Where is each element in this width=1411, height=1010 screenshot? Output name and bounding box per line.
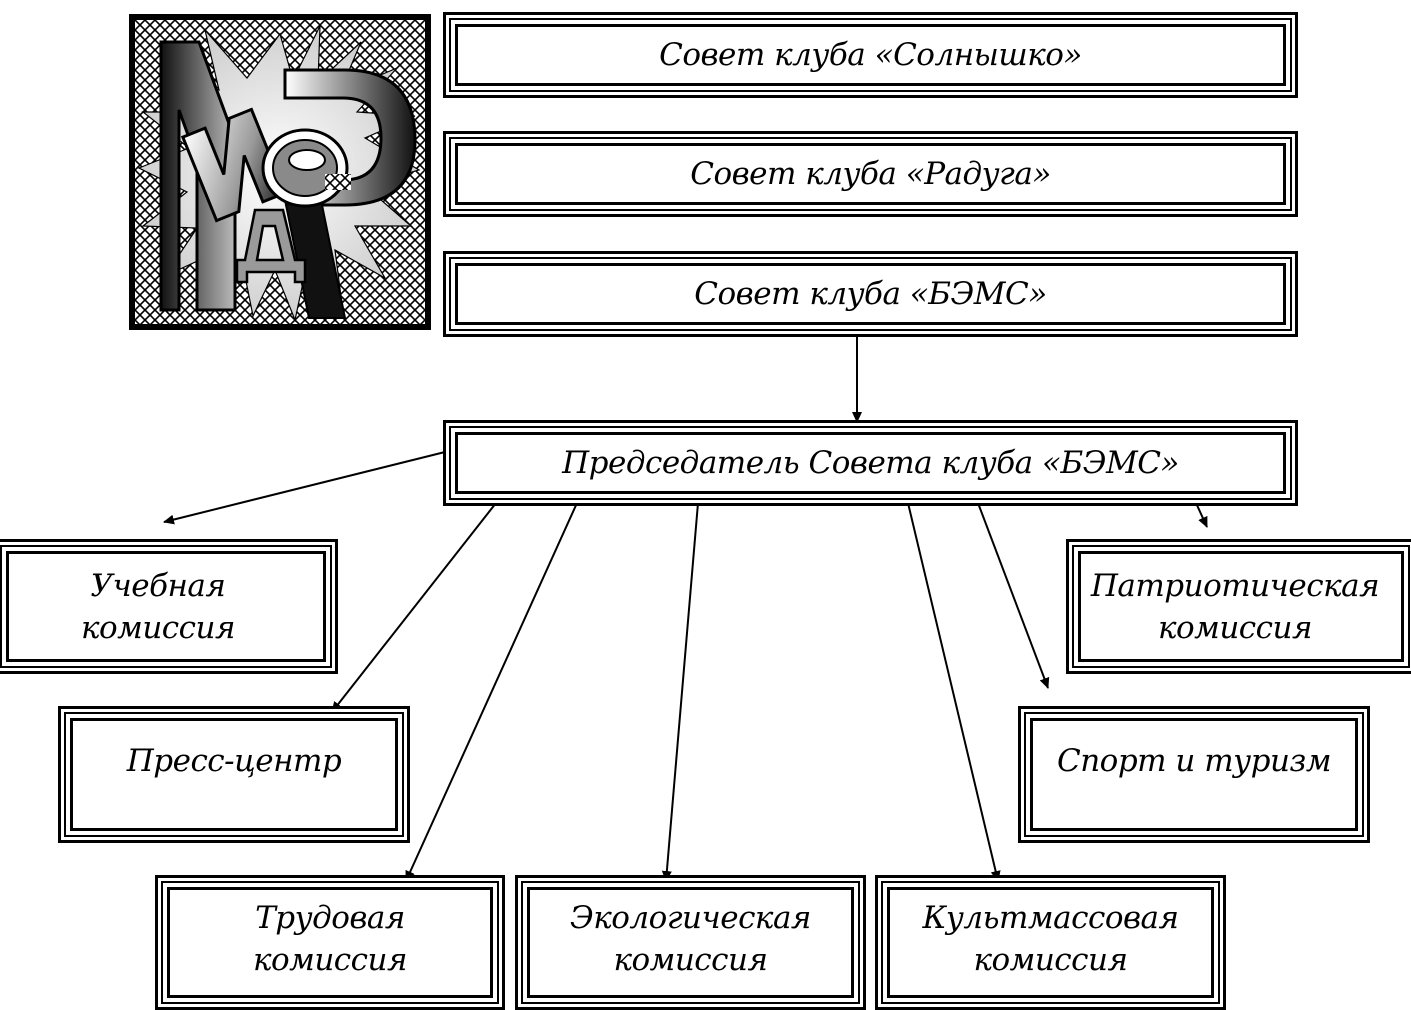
ecology-commission-box: Экологическая комиссия bbox=[515, 875, 866, 1010]
patriotic-commission-line-1: Патриотическая bbox=[1090, 567, 1380, 604]
council-solnyshko-line: Совет клуба «Солнышко» bbox=[659, 37, 1082, 73]
press-center-box: Пресс-центр bbox=[58, 706, 410, 843]
arrow-to-press-center bbox=[331, 502, 497, 713]
arrow-to-ecology-commission bbox=[661, 502, 699, 882]
council-raduga-label: Совет клуба «Радуга» bbox=[690, 153, 1051, 195]
labor-commission-box: Трудовая комиссия bbox=[155, 875, 505, 1010]
arrow-to-culture-commission bbox=[907, 502, 1001, 882]
chairman-box: Председатель Совета клуба «БЭМС» bbox=[443, 420, 1298, 506]
arrow-to-patriotic-commission bbox=[1195, 502, 1208, 528]
labor-commission-label: Трудовая комиссия bbox=[252, 897, 408, 981]
sport-tourism-label: Спорт и туризм bbox=[1056, 740, 1332, 782]
council-bems-label: Совет клуба «БЭМС» bbox=[694, 273, 1047, 315]
arrow-to-labor-commission bbox=[405, 502, 578, 882]
council-solnyshko-box: Совет клуба «Солнышко» bbox=[443, 12, 1298, 98]
council-solnyshko-label: Совет клуба «Солнышко» bbox=[659, 34, 1082, 76]
council-bems-line: Совет клуба «БЭМС» bbox=[694, 276, 1047, 312]
chairman-line: Председатель Совета клуба «БЭМС» bbox=[562, 445, 1179, 481]
culture-commission-line-2: комиссия bbox=[973, 941, 1128, 978]
council-raduga-line: Совет клуба «Радуга» bbox=[690, 156, 1051, 192]
sport-tourism-box: Спорт и туризм bbox=[1018, 706, 1370, 843]
study-commission-line-2: комиссия bbox=[80, 609, 236, 646]
labor-commission-line-2: комиссия bbox=[252, 941, 408, 978]
chairman-label: Председатель Совета клуба «БЭМС» bbox=[562, 442, 1179, 484]
arrow-to-sport-tourism bbox=[977, 502, 1050, 689]
study-commission-line-1: Учебная bbox=[90, 567, 226, 604]
council-bems-box: Совет клуба «БЭМС» bbox=[443, 251, 1298, 337]
logo-graphic bbox=[135, 20, 425, 324]
study-commission-box: Учебная комиссия bbox=[0, 539, 338, 674]
patriotic-commission-line-2: комиссия bbox=[1157, 609, 1313, 646]
ecology-commission-line-1: Экологическая bbox=[570, 899, 811, 936]
club-logo bbox=[129, 14, 431, 330]
study-commission-label: Учебная комиссия bbox=[80, 565, 236, 649]
ecology-commission-line-2: комиссия bbox=[613, 941, 768, 978]
sport-tourism-line: Спорт и туризм bbox=[1056, 742, 1332, 779]
patriotic-commission-label: Патриотическая комиссия bbox=[1090, 565, 1380, 649]
press-center-line: Пресс-центр bbox=[126, 742, 342, 779]
ecology-commission-label: Экологическая комиссия bbox=[570, 897, 811, 981]
arrow-to-study-commission bbox=[163, 451, 446, 525]
council-raduga-box: Совет клуба «Радуга» bbox=[443, 131, 1298, 217]
patriotic-commission-box: Патриотическая комиссия bbox=[1066, 539, 1411, 674]
labor-commission-line-1: Трудовая bbox=[255, 899, 405, 936]
press-center-label: Пресс-центр bbox=[127, 740, 342, 782]
culture-commission-line-1: Культмассовая bbox=[922, 899, 1179, 936]
culture-commission-box: Культмассовая комиссия bbox=[875, 875, 1226, 1010]
culture-commission-label: Культмассовая комиссия bbox=[922, 897, 1179, 981]
